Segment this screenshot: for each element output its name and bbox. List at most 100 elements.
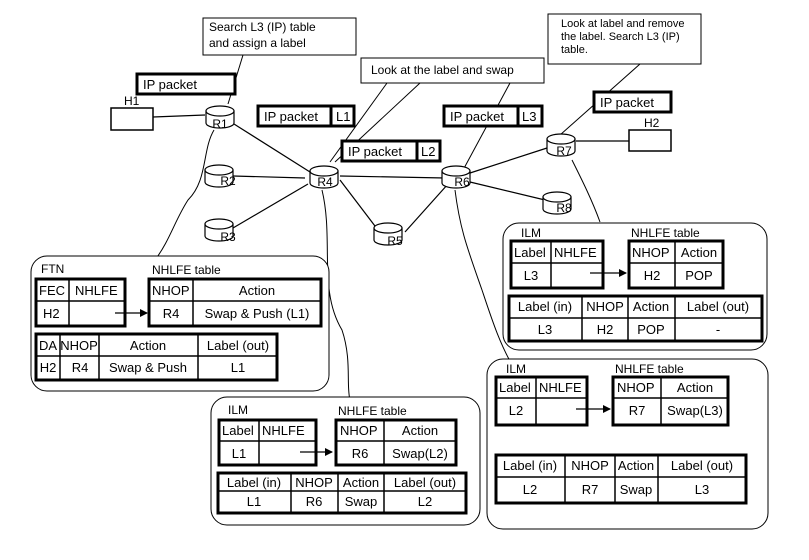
svg-text:FTN: FTN (41, 262, 64, 276)
svg-text:Action: Action (681, 245, 717, 260)
svg-text:L2: L2 (418, 494, 432, 509)
host-h1: H1 (110, 94, 154, 131)
svg-text:Action: Action (239, 283, 275, 298)
ilm-r4-panel: ILM NHLFE table Label NHLFE L1 NHOP Acti… (210, 396, 481, 526)
svg-text:IP packet: IP packet (450, 109, 504, 124)
svg-text:H2: H2 (597, 322, 614, 337)
svg-text:R7: R7 (582, 482, 599, 497)
svg-text:H2: H2 (644, 116, 660, 130)
svg-text:H2: H2 (43, 306, 60, 321)
svg-text:ILM: ILM (228, 403, 248, 417)
svg-text:NHOP: NHOP (617, 380, 655, 395)
router-r2: R2 (204, 164, 236, 188)
svg-text:Label (out): Label (out) (207, 338, 269, 353)
svg-text:Label: Label (499, 380, 531, 395)
packet-l3: IP packet L3 (442, 104, 544, 128)
svg-text:L2: L2 (421, 144, 435, 159)
svg-text:NHLFE table: NHLFE table (615, 362, 684, 376)
svg-text:Swap: Swap (620, 482, 653, 497)
ilm-r6-combined-table: Label (in) NHOP Action Label (out) L2 R7… (494, 453, 748, 505)
svg-text:NHLFE table: NHLFE table (631, 226, 700, 240)
svg-text:Action: Action (343, 475, 379, 490)
svg-text:table.: table. (561, 44, 588, 56)
svg-text:Swap(L2): Swap(L2) (392, 446, 448, 461)
router-r6: R6 (441, 165, 471, 189)
svg-text:NHOP: NHOP (586, 299, 624, 314)
svg-text:ILM: ILM (506, 362, 526, 376)
svg-text:Label: Label (514, 245, 546, 260)
svg-text:H2: H2 (40, 360, 57, 375)
svg-text:-: - (716, 322, 720, 337)
network-links (152, 114, 629, 233)
svg-text:R2: R2 (220, 174, 236, 188)
svg-text:NHOP: NHOP (295, 475, 333, 490)
svg-text:ILM: ILM (521, 226, 541, 240)
svg-text:FEC: FEC (39, 283, 65, 298)
router-r4: R4 (309, 165, 339, 189)
svg-text:NHOP: NHOP (571, 458, 609, 473)
ilm-r7-panel: ILM NHLFE table Label NHLFE L3 NHOP Acti… (502, 222, 768, 351)
svg-text:NHLFE: NHLFE (539, 380, 582, 395)
svg-text:NHLFE: NHLFE (554, 245, 597, 260)
callout-r7: Look at label and remove the label. Sear… (547, 13, 702, 136)
ilm-r7-combined-table: Label (in) NHOP Action Label (out) L3 H2… (507, 294, 764, 343)
svg-text:R1: R1 (212, 117, 228, 131)
svg-text:Look at the label and swap: Look at the label and swap (371, 63, 514, 77)
svg-text:Label (out): Label (out) (394, 475, 456, 490)
svg-text:L3: L3 (522, 109, 536, 124)
svg-text:NHLFE: NHLFE (75, 283, 118, 298)
svg-text:L3: L3 (524, 268, 538, 283)
svg-text:IP packet: IP packet (348, 144, 402, 159)
ilm-r4-nhlfe-table: NHOP Action R6 Swap(L2) (334, 418, 458, 467)
ftn-table: FEC NHLFE H2 (34, 277, 127, 328)
svg-text:H1: H1 (124, 94, 140, 108)
svg-text:NHLFE: NHLFE (262, 423, 305, 438)
ilm-r6-table: Label NHLFE L2 (494, 375, 589, 427)
svg-text:R7: R7 (556, 144, 572, 158)
panel-connectors (154, 129, 601, 401)
ftn-combined-table: DA NHOP Action Label (out) H2 R4 Swap & … (34, 332, 279, 382)
svg-text:R8: R8 (556, 201, 572, 215)
callout-r1: Search L3 (IP) table and assign a label (202, 17, 357, 105)
svg-text:and assign a label: and assign a label (209, 36, 306, 50)
router-r1: R1 (205, 105, 235, 131)
ilm-r4-combined-table: Label (in) NHOP Action Label (out) L1 R6… (216, 471, 468, 515)
svg-text:Swap(L3): Swap(L3) (667, 403, 723, 418)
svg-text:DA: DA (39, 338, 57, 353)
svg-text:NHOP: NHOP (632, 245, 670, 260)
svg-text:Action: Action (677, 380, 713, 395)
svg-text:R4: R4 (163, 306, 180, 321)
svg-text:Action: Action (618, 458, 654, 473)
router-r3: R3 (204, 218, 236, 244)
host-h2: H2 (628, 116, 672, 152)
packet-ip-h1: IP packet (135, 72, 237, 96)
svg-text:Label (out): Label (out) (687, 299, 749, 314)
svg-text:Search L3 (IP) table: Search L3 (IP) table (209, 20, 316, 34)
svg-text:R7: R7 (629, 403, 646, 418)
svg-text:Label (out): Label (out) (671, 458, 733, 473)
svg-text:L3: L3 (695, 482, 709, 497)
svg-text:L1: L1 (231, 360, 245, 375)
svg-text:L2: L2 (523, 482, 537, 497)
svg-text:R4: R4 (72, 360, 89, 375)
svg-text:Label (in): Label (in) (518, 299, 572, 314)
svg-text:POP: POP (685, 268, 712, 283)
svg-text:Action: Action (402, 423, 438, 438)
svg-text:IP packet: IP packet (264, 109, 318, 124)
svg-text:NHLFE table: NHLFE table (152, 263, 221, 277)
packet-l2: IP packet L2 (340, 139, 442, 163)
packet-l1: IP packet L1 (256, 104, 356, 128)
ilm-r7-nhlfe-table: NHOP Action H2 POP (627, 239, 725, 290)
svg-text:Label: Label (222, 423, 254, 438)
svg-text:IP packet: IP packet (600, 95, 654, 110)
svg-text:L1: L1 (336, 109, 350, 124)
ftn-panel: FTN NHLFE table FEC NHLFE H2 NHOP Action… (30, 255, 330, 392)
svg-text:Label (in): Label (in) (503, 458, 557, 473)
svg-text:POP: POP (637, 322, 664, 337)
svg-text:Label (in): Label (in) (227, 475, 281, 490)
svg-text:Swap & Push: Swap & Push (109, 360, 187, 375)
router-r5: R5 (373, 222, 403, 248)
svg-text:H2: H2 (644, 268, 661, 283)
svg-text:NHOP: NHOP (60, 338, 98, 353)
